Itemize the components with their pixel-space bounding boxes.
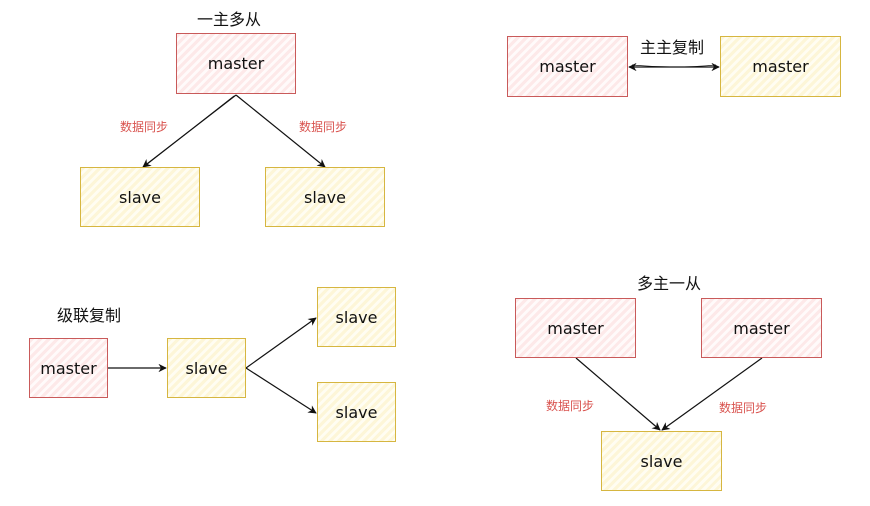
- arrow-master-left-to-slave: [575, 357, 661, 431]
- node-master-left: master: [507, 36, 628, 97]
- arrow-master-master-sketch: [631, 64, 717, 68]
- node-many-master-right: master: [701, 298, 822, 358]
- title-many-masters-one-slave: 多主一从: [637, 274, 702, 293]
- node-cascade-master: master: [29, 338, 108, 398]
- node-master: master: [176, 33, 296, 94]
- arrow-master-to-slave-right: [235, 94, 326, 168]
- arrow-master-right-to-slave: [661, 357, 763, 431]
- node-cascade-slave-bottom: slave: [317, 382, 396, 442]
- node-many-master-left: master: [515, 298, 636, 358]
- label-sync-many-right: 数据同步: [719, 401, 768, 415]
- node-master-right: master: [720, 36, 841, 97]
- label-sync-many-left: 数据同步: [546, 399, 595, 413]
- node-slave-left: slave: [80, 167, 200, 227]
- label-sync-left: 数据同步: [120, 120, 169, 134]
- arrow-cascade-slave-to-top: [245, 317, 317, 369]
- node-cascade-slave-mid: slave: [167, 338, 246, 398]
- label-sync-right: 数据同步: [299, 120, 348, 134]
- arrow-master-to-slave-left-sketch: [145, 95, 235, 166]
- title-one-master-many-slaves: 一主多从: [197, 10, 262, 29]
- title-cascade: 级联复制: [57, 306, 122, 325]
- arrow-cascade-slave-to-bottom: [245, 367, 317, 414]
- node-many-slave: slave: [601, 431, 722, 491]
- node-slave-right: slave: [265, 167, 385, 227]
- title-master-master: 主主复制: [640, 38, 705, 57]
- node-cascade-slave-top: slave: [317, 287, 396, 347]
